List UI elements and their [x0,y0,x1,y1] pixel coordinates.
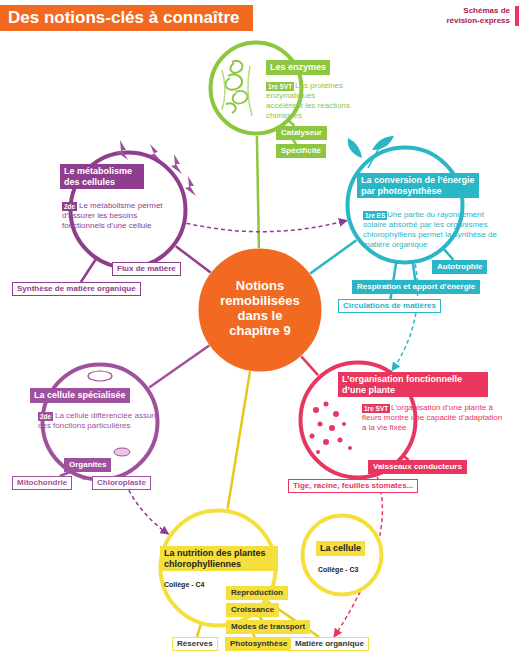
keyword-text: Respiration et apport d’énergie [357,282,475,291]
circle-heading: Les enzymes [266,60,330,75]
concept-circle: La conversion de l’énergie par photosynt… [345,145,465,265]
keyword-box: Mitochondrie [12,476,72,490]
connector [301,356,318,375]
keyword-box: Respiration et apport d’énergie [352,280,480,294]
level-badge: 2de [62,202,77,211]
keyword-box: Vaisseaux conducteurs [368,460,467,474]
keyword-text: Spécificité [281,146,321,155]
level-label: Collège - C4 [164,580,204,589]
circle-heading: L’organisation fonctionnelle d’une plant… [338,372,488,397]
keyword-box: Croissance [226,603,279,617]
level-badge: 1re ES [363,211,387,220]
keyword-box: Modes de transport [226,620,310,634]
keyword-box: Autotrophie [432,260,487,274]
keyword-box: Photosynthèse [225,637,292,651]
level-badge: 2de [38,412,53,421]
circle-shape [201,251,320,370]
series-label: Schémas de révision-express [444,6,519,26]
circle-heading: La cellule [316,541,365,556]
keyword-text: Flux de matière [117,264,176,273]
level-label: Collège - C3 [318,565,358,574]
concept-circle: Le métabolisme des cellules2deLe métabol… [68,150,188,270]
keyword-text: Autotrophie [437,262,482,271]
keyword-box: Reproduction [226,586,288,600]
page-title: Des notions-clés à connaître [0,5,253,31]
keyword-text: Tige, racine, feuilles stomates... [293,481,413,490]
keyword-text: Vaisseaux conducteurs [373,462,462,471]
circle-body: La cellule différenciée assure des fonct… [38,411,162,431]
connector [187,220,348,231]
central-title: Notions remobilisées dans le chapitre 9 [214,278,306,338]
keyword-box: Réserves [172,637,218,651]
keyword-text: Modes de transport [231,622,305,631]
keyword-text: Mitochondrie [17,478,67,487]
keyword-box: Flux de matière [112,262,181,276]
keyword-box: Catalyseur [276,126,327,140]
connector [81,258,97,282]
circle-shape [303,516,382,595]
connector [228,371,250,509]
central-circle: Notions remobilisées dans le chapitre 9 [198,248,322,372]
keyword-text: Organites [69,460,106,469]
keyword-box: Tige, racine, feuilles stomates... [288,479,418,493]
keyword-box: Organites [64,458,111,472]
keyword-text: Synthèse de matière organique [17,284,136,293]
circle-heading: La cellule spécialisée [30,388,130,403]
lightning-symbol [185,176,196,196]
connector [310,240,356,273]
circle-body: Le métabolisme permet d’assurer les beso… [62,201,166,231]
keyword-text: Réserves [177,639,213,648]
keyword-box: Synthèse de matière organique [12,282,141,296]
keyword-text: Chloroplaste [97,478,146,487]
circle-heading: La nutrition des plantes chlorophyllienn… [160,546,278,571]
level-badge: 1re SVT [266,82,294,91]
circle-heading: Le métabolisme des cellules [60,164,144,189]
keyword-text: Reproduction [231,588,283,597]
connector [149,346,209,388]
concept-circle: Les enzymes1re SVTLes protéines enzymati… [208,40,304,136]
connector [176,246,211,272]
circle-heading: La conversion de l’énergie par photosynt… [357,173,479,198]
keyword-text: Catalyseur [281,128,322,137]
keyword-box: Circulations de matières [338,299,441,313]
level-badge: 1re SVT [362,404,390,413]
keyword-text: Photosynthèse [230,639,287,648]
keyword-box: Matière organique [290,637,369,651]
keyword-text: Croissance [231,605,274,614]
keyword-box: Chloroplaste [92,476,151,490]
keyword-text: Matière organique [295,639,364,648]
keyword-text: Circulations de matières [343,301,436,310]
concept-circle: La celluleCollège - C3 [300,513,384,597]
keyword-box: Spécificité [276,144,326,158]
